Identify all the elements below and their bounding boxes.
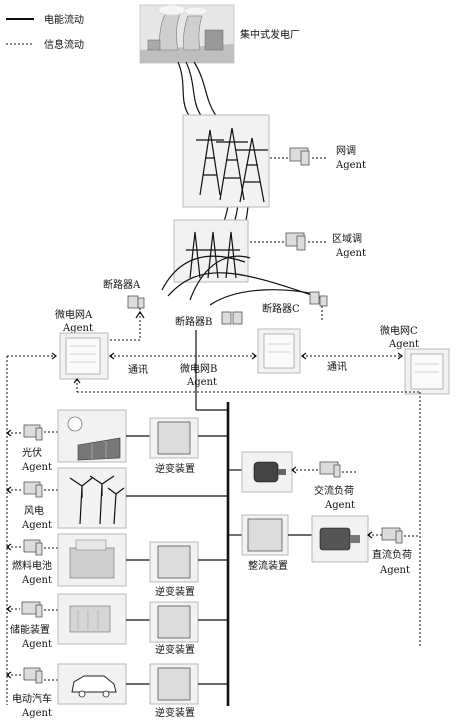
electric-car-icon bbox=[71, 675, 117, 693]
source-ev-name: 电动汽车 bbox=[12, 692, 52, 705]
main-bus bbox=[195, 330, 230, 706]
source-ev-agent: Agent bbox=[21, 708, 52, 719]
battery-storage-icon bbox=[69, 605, 111, 633]
legend-power-flow: 电能流动 bbox=[44, 13, 84, 26]
regional-dispatch-agent: 区域调 Agent bbox=[285, 232, 366, 259]
communication-links: 通讯 通讯 bbox=[6, 320, 421, 705]
server-cabinet-icon bbox=[410, 353, 444, 390]
breaker-icon bbox=[221, 311, 232, 325]
ac-load-agent-label: Agent bbox=[324, 500, 355, 511]
pylon-icon bbox=[236, 137, 268, 203]
breaker-icon bbox=[309, 291, 320, 305]
source-storage-device: 逆变装置 bbox=[155, 643, 195, 656]
ac-load: 交流负荷 Agent bbox=[228, 451, 356, 511]
breaker-a-label: 断路器A bbox=[103, 278, 141, 291]
server-cabinet-icon bbox=[263, 333, 295, 369]
inverter-cabinet-icon bbox=[157, 421, 191, 455]
source-row-storage: 储能装置 Agent 逆变装置 bbox=[6, 593, 228, 656]
pylon-icon bbox=[186, 231, 204, 279]
breaker-icon bbox=[232, 311, 243, 325]
microgrid-a-agent-label: Agent bbox=[62, 323, 93, 334]
dc-load-label: 直流负荷 bbox=[372, 548, 412, 561]
grid-dispatch-agent-label: Agent bbox=[335, 160, 366, 171]
inverter-cabinet-icon bbox=[157, 545, 191, 579]
sun-icon bbox=[67, 416, 83, 432]
breaker-a: 断路器A bbox=[103, 278, 145, 320]
source-fuel-cell-device: 逆变装置 bbox=[155, 585, 195, 598]
fuel-cell-icon bbox=[69, 547, 115, 579]
rectifier: 整流装置 bbox=[228, 514, 312, 572]
pylon-icon bbox=[196, 129, 224, 196]
pylon-icon bbox=[216, 127, 248, 201]
source-row-fuel-cell: 燃料电池 Agent 逆变装置 bbox=[6, 533, 228, 598]
inverter-cabinet-icon bbox=[157, 667, 191, 701]
comm-label-left: 通讯 bbox=[128, 364, 148, 376]
source-ev-device: 逆变装置 bbox=[155, 706, 195, 719]
source-pv-name: 光伏 bbox=[22, 446, 42, 459]
transmission-tower bbox=[182, 114, 270, 208]
microgrid-b-agent-label: Agent bbox=[186, 377, 217, 388]
breaker-b-label: 断路器B bbox=[175, 315, 212, 328]
power-plant: 集中式发电厂 bbox=[139, 4, 300, 64]
breaker-c-label: 断路器C bbox=[262, 302, 300, 315]
source-wind-name: 风电 bbox=[24, 504, 44, 517]
microgrid-a-label: 微电网A bbox=[55, 308, 93, 321]
microgrid-b-label: 微电网B bbox=[180, 362, 217, 375]
grid-dispatch-agent: 网调 Agent bbox=[289, 145, 366, 171]
source-pv-device: 逆变装置 bbox=[155, 462, 195, 475]
source-fuel-cell-agent: Agent bbox=[21, 575, 52, 586]
legend: 电能流动 信息流动 bbox=[6, 13, 84, 51]
source-row-ev: 电动汽车 Agent 逆变装置 bbox=[6, 663, 228, 719]
microgrid-c-agent: 微电网C Agent bbox=[380, 324, 450, 395]
microgrid-c-agent-label: Agent bbox=[388, 339, 419, 350]
breaker-c: 断路器C bbox=[262, 291, 328, 320]
wind-turbine-icon bbox=[107, 487, 125, 525]
source-storage-name: 储能装置 bbox=[10, 623, 50, 636]
dc-motor-icon bbox=[319, 527, 351, 551]
source-fuel-cell-name: 燃料电池 bbox=[12, 559, 52, 572]
source-row-wind: 风电 Agent bbox=[6, 467, 228, 531]
dc-load-agent-label: Agent bbox=[379, 565, 410, 576]
rectifier-label: 整流装置 bbox=[248, 559, 288, 572]
comm-label-right: 通讯 bbox=[327, 361, 347, 373]
solar-panel-icon bbox=[77, 437, 121, 461]
regional-dispatch-agent-label: Agent bbox=[335, 248, 366, 259]
wind-turbine-icon bbox=[89, 475, 115, 525]
source-pv-agent: Agent bbox=[21, 462, 52, 473]
inverter-cabinet-icon bbox=[157, 605, 191, 639]
substation bbox=[161, 219, 321, 306]
ac-motor-icon bbox=[253, 461, 279, 483]
breaker-b: 断路器B bbox=[175, 311, 243, 328]
dc-load: 直流负荷 Agent bbox=[311, 515, 420, 576]
microgrid-b-agent: 微电网B Agent bbox=[180, 328, 301, 388]
rectifier-cabinet-icon bbox=[247, 518, 283, 552]
wind-turbine-icon bbox=[69, 477, 93, 525]
breaker-icon bbox=[127, 295, 139, 309]
source-wind-agent: Agent bbox=[21, 520, 52, 531]
microgrid-a-agent: 微电网A Agent bbox=[55, 308, 109, 380]
source-row-pv: 光伏 Agent 逆变装置 bbox=[6, 409, 228, 475]
microgrid-c-label: 微电网C bbox=[380, 324, 418, 337]
ac-load-label: 交流负荷 bbox=[314, 484, 354, 497]
server-cabinet-icon bbox=[65, 337, 101, 375]
grid-dispatch-label: 网调 bbox=[336, 145, 356, 157]
power-plant-label: 集中式发电厂 bbox=[240, 28, 300, 41]
legend-info-flow: 信息流动 bbox=[44, 38, 84, 51]
pylon-icon bbox=[222, 231, 240, 279]
source-storage-agent: Agent bbox=[21, 639, 52, 650]
regional-dispatch-label: 区域调 bbox=[332, 232, 362, 245]
cooling-tower-icon bbox=[183, 15, 203, 51]
